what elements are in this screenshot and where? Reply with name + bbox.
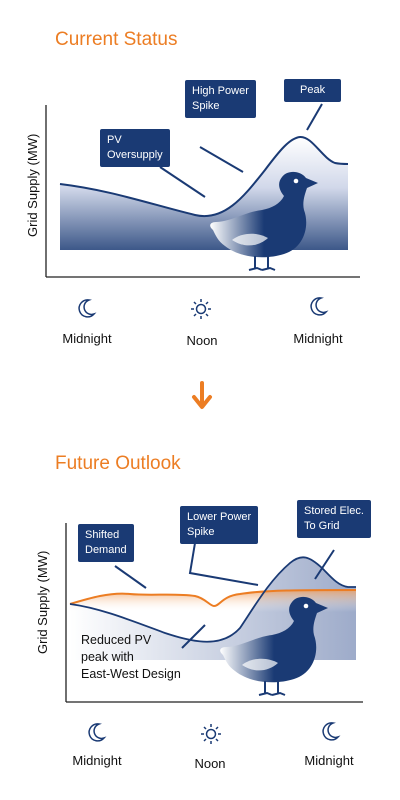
time-label-midnight-end: Midnight	[293, 331, 343, 346]
reduced-pv-note: Reduced PV peak with East-West Design	[81, 632, 181, 683]
future-icons	[88, 722, 341, 744]
pv-leader-line	[159, 166, 206, 198]
current-status-title: Current Status	[55, 29, 178, 50]
peak-leader-line	[306, 103, 323, 131]
current-chart	[45, 103, 360, 278]
duck-illustration	[220, 596, 328, 696]
time-label-midnight-start: Midnight	[62, 331, 112, 346]
pv-oversupply-callout: PV Oversupply	[100, 129, 170, 167]
time-label-noon: Noon	[186, 333, 218, 348]
note-line: Reduced PV	[81, 633, 152, 647]
sun-icon	[191, 299, 211, 319]
moon-icon	[310, 297, 329, 316]
shifted-demand-callout: Shifted Demand	[78, 524, 134, 562]
time-label-midnight-start: Midnight	[72, 753, 122, 768]
callout-line: Demand	[85, 544, 127, 556]
callout-line: To Grid	[304, 520, 340, 532]
callout-line: Spike	[187, 526, 215, 538]
callout-line: Stored Elec.	[304, 505, 364, 517]
callout-line: Oversupply	[107, 149, 163, 161]
shifted-leader-line	[114, 565, 147, 589]
moon-icon	[78, 299, 97, 318]
note-line: peak with	[81, 650, 134, 664]
callout-line: Lower Power	[187, 511, 252, 523]
spike-leader-line	[199, 146, 244, 173]
duck-illustration	[210, 171, 318, 271]
callout-line: Spike	[192, 100, 220, 112]
note-line: East-West Design	[81, 667, 181, 681]
future-curve-line	[69, 556, 356, 643]
callout-line: PV	[107, 134, 122, 146]
sun-icon	[201, 724, 221, 744]
moon-icon	[88, 723, 107, 742]
time-label-midnight-end: Midnight	[304, 753, 354, 768]
current-y-axis-label: Grid Supply (MW)	[25, 133, 40, 237]
future-y-axis-label: Grid Supply (MW)	[35, 550, 50, 654]
lower-power-spike-callout: Lower Power Spike	[180, 506, 259, 544]
future-chart	[65, 523, 363, 703]
callout-line: Peak	[300, 84, 326, 96]
lower-leader-line	[188, 542, 259, 586]
time-label-noon: Noon	[194, 756, 226, 771]
shifted-demand-line	[69, 589, 357, 608]
reduced-leader-line	[181, 624, 206, 649]
current-curve-line	[59, 136, 349, 218]
stored-elec-callout: Stored Elec. To Grid	[297, 500, 371, 538]
stored-leader-line	[314, 549, 335, 580]
moon-icon	[322, 722, 341, 741]
high-power-spike-callout: High Power Spike	[185, 80, 256, 118]
callout-line: Shifted	[85, 529, 120, 541]
current-icons	[78, 297, 329, 319]
callout-line: High Power	[192, 85, 249, 97]
down-arrow-icon	[192, 381, 212, 409]
peak-callout: Peak	[284, 79, 342, 102]
future-outlook-title: Future Outlook	[55, 453, 181, 474]
